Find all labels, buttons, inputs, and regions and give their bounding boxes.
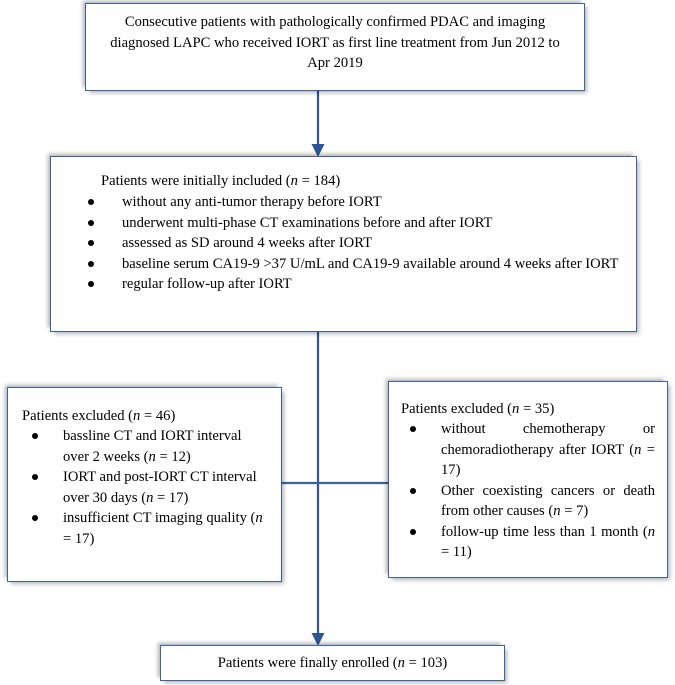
list-item-italic-n: n <box>553 503 561 520</box>
list-item-italic-n: n <box>647 523 655 540</box>
list-item-label: follow-up time less than 1 month (n = 11… <box>441 522 655 563</box>
list-item-label: insufficient CT imaging quality (n = 17) <box>63 508 271 549</box>
node-excluded-treatment-body: Patients excluded (n = 35) without chemo… <box>389 382 667 577</box>
list-item-label: without any anti-tumor therapy before IO… <box>122 194 382 211</box>
node-source-population-body: Consecutive patients with pathologically… <box>86 4 584 90</box>
node-finally-enrolled: Patients were finally enrolled (n = 103) <box>160 645 505 681</box>
list-item: baseline serum CA19-9 >37 U/mL and CA19-… <box>79 254 620 274</box>
node-excluded-treatment-heading: Patients excluded (n = 35) <box>401 399 655 419</box>
list-item-text: IORT and post-IORT CT interval over 30 d… <box>63 469 257 506</box>
list-item-label: assessed as SD around 4 weeks after IORT <box>122 235 372 252</box>
list-item-count: = 17) <box>153 489 189 506</box>
bullet-dot-icon <box>88 240 94 247</box>
list-item-label: Other coexisting cancers or death from o… <box>441 481 655 522</box>
bullet-dot-icon <box>32 515 38 522</box>
list-item-label: IORT and post-IORT CT interval over 30 d… <box>63 467 271 508</box>
list-item: insufficient CT imaging quality (n = 17) <box>22 508 271 549</box>
list-item-label: regular follow-up after IORT <box>122 276 292 293</box>
list-item-text: insufficient CT imaging quality ( <box>63 510 256 527</box>
excl-right-lead-suffix: = 35) <box>519 401 555 417</box>
bullet-dot-icon <box>32 433 38 440</box>
excluded-imaging-list: bassline CT and IORT interval over 2 wee… <box>22 426 271 549</box>
list-item: bassline CT and IORT interval over 2 wee… <box>22 426 271 467</box>
node-initially-included-heading: Patients were initially included (n = 18… <box>79 171 620 191</box>
enrolled-prefix: Patients were finally enrolled ( <box>217 654 398 671</box>
connector-included-to-bottom <box>311 332 325 646</box>
list-item: without chemotherapy or chemoradiotherap… <box>401 419 655 480</box>
list-item-count: = 11) <box>441 543 472 560</box>
list-item: IORT and post-IORT CT interval over 30 d… <box>22 467 271 508</box>
included-lead-prefix: Patients were initially included ( <box>101 173 291 189</box>
list-item-italic-n: n <box>634 441 642 458</box>
list-item-count: = 7) <box>560 503 589 520</box>
list-item-count: = 12) <box>155 448 191 465</box>
list-item: assessed as SD around 4 weeks after IORT <box>79 233 620 253</box>
list-item-count: = 17) <box>441 441 655 479</box>
list-item: Other coexisting cancers or death from o… <box>401 481 655 522</box>
bullet-dot-icon <box>88 260 94 267</box>
node-initially-included-body: Patients were initially included (n = 18… <box>51 157 636 331</box>
list-item-count: = 17) <box>63 530 95 547</box>
list-item: underwent multi-phase CT examinations be… <box>79 213 620 233</box>
list-item-text: follow-up time less than 1 month ( <box>441 523 648 540</box>
excluded-treatment-list: without chemotherapy or chemoradiotherap… <box>401 419 655 562</box>
list-item-text: Other coexisting cancers or death from o… <box>441 482 655 520</box>
list-item-label: bassline CT and IORT interval over 2 wee… <box>63 426 271 467</box>
bullet-dot-icon <box>410 487 416 494</box>
enrolled-count: = 103) <box>404 654 448 671</box>
node-excluded-treatment: Patients excluded (n = 35) without chemo… <box>388 381 668 578</box>
bullet-dot-icon <box>32 474 38 481</box>
node-excluded-imaging-body: Patients excluded (n = 46) bassline CT a… <box>8 388 281 581</box>
list-item-italic-n: n <box>146 489 154 506</box>
excl-left-lead-prefix: Patients excluded ( <box>22 408 134 424</box>
excl-left-lead-italic-n: n <box>133 408 141 424</box>
list-item-italic-n: n <box>255 510 263 527</box>
node-source-population-text: Consecutive patients with pathologically… <box>110 14 560 72</box>
excl-left-lead-suffix: = 46) <box>140 408 176 424</box>
list-item: without any anti-tumor therapy before IO… <box>79 192 620 212</box>
list-item-italic-n: n <box>148 448 156 465</box>
enrolled-italic-n: n <box>397 654 405 671</box>
node-excluded-imaging: Patients excluded (n = 46) bassline CT a… <box>7 387 282 582</box>
connector-top-to-included <box>311 91 325 157</box>
list-item-text: bassline CT and IORT interval over 2 wee… <box>63 428 242 465</box>
list-item-text: without chemotherapy or chemoradiotherap… <box>441 421 655 458</box>
node-finally-enrolled-text: Patients were finally enrolled (n = 103) <box>218 653 448 674</box>
bullet-dot-icon <box>410 528 416 535</box>
bullet-dot-icon <box>88 199 94 206</box>
list-item-label: without chemotherapy or chemoradiotherap… <box>441 419 655 480</box>
included-criteria-list: without any anti-tumor therapy before IO… <box>79 192 620 294</box>
excl-right-lead-prefix: Patients excluded ( <box>401 401 513 417</box>
list-item: follow-up time less than 1 month (n = 11… <box>401 522 655 563</box>
bullet-dot-icon <box>88 281 94 288</box>
bullet-dot-icon <box>410 426 416 433</box>
node-source-population: Consecutive patients with pathologically… <box>85 3 585 91</box>
list-item-label: baseline serum CA19-9 >37 U/mL and CA19-… <box>122 255 619 272</box>
bullet-dot-icon <box>88 219 94 226</box>
included-lead-italic-n: n <box>290 173 298 189</box>
included-lead-suffix: = 184) <box>297 173 341 189</box>
list-item-label: underwent multi-phase CT examinations be… <box>122 214 493 231</box>
node-initially-included: Patients were initially included (n = 18… <box>50 156 637 332</box>
node-finally-enrolled-body: Patients were finally enrolled (n = 103) <box>161 646 504 680</box>
node-excluded-imaging-heading: Patients excluded (n = 46) <box>22 406 271 426</box>
list-item: regular follow-up after IORT <box>79 274 620 294</box>
excl-right-lead-italic-n: n <box>512 401 520 417</box>
